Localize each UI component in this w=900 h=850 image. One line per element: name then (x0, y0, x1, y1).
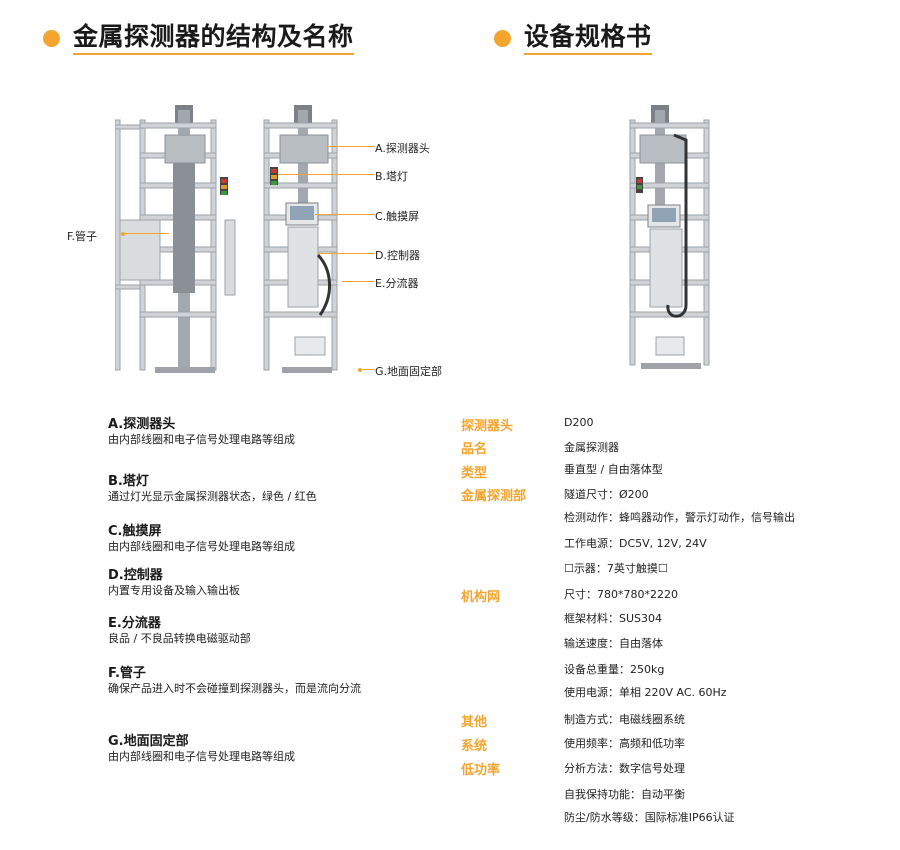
machine-image-side (115, 105, 236, 373)
spec-label: 其他 (461, 715, 488, 730)
part-item: G.地面固定部 由内部线圈和电子信号处理电路等组成 (108, 734, 295, 764)
part-item: D.控制器 内置专用设备及输入输出板 (108, 568, 240, 598)
part-description: 由内部线圈和电子信号处理电路等组成 (108, 540, 295, 553)
spec-value: 输送速度：自由落体 (564, 637, 663, 650)
spec-value: 制造方式：电磁线圈系统 (564, 713, 685, 726)
spec-value: 框架材料：SUS304 (564, 612, 663, 625)
part-item: F.管子 确保产品进入时不会碰撞到探测器头，而是流向分流 (108, 666, 361, 696)
leader-dot-f (121, 232, 125, 236)
callout-tower-light: B.塔灯 (375, 170, 409, 183)
part-title: B.塔灯 (108, 474, 149, 489)
part-title: E.分流器 (108, 616, 161, 631)
part-item: A.探测器头 由内部线圈和电子信号处理电路等组成 (108, 417, 295, 447)
spec-value: 设备总重量：250kg (564, 663, 665, 676)
part-title: C.触摸屏 (108, 524, 162, 539)
part-item: C.触摸屏 由内部线圈和电子信号处理电路等组成 (108, 524, 295, 554)
leader-line-c (315, 214, 375, 215)
spec-value: 自我保持功能：自动平衡 (564, 788, 685, 801)
spec-value: 使用电源：单相 220V AC. 60Hz (564, 686, 727, 699)
bullet-dot-icon (494, 30, 511, 47)
spec-value: 防尘/防水等级：国际标准IP66认证 (564, 811, 735, 824)
part-title: D.控制器 (108, 568, 163, 583)
part-title: A.探测器头 (108, 417, 176, 432)
spec-value: 垂直型 / 自由落体型 (564, 463, 663, 476)
spec-label: 探测器头 (461, 419, 514, 434)
callout-pipe: F.管子 (67, 230, 98, 243)
leader-line-d (318, 253, 375, 254)
leader-line-g (361, 369, 375, 370)
spec-value: 工作电源：DC5V, 12V, 24V (564, 537, 707, 550)
spec-value: 检测动作：蜂鸣器动作，警示灯动作，信号输出 (564, 511, 795, 524)
callout-diverter: E.分流器 (375, 277, 419, 290)
spec-value: ☐示器：7英寸触摸☐ (564, 562, 668, 575)
leader-line-a (327, 146, 375, 147)
spec-value: 金属探测器 (564, 441, 619, 454)
part-title: G.地面固定部 (108, 734, 189, 749)
bullet-dot-icon (43, 30, 60, 47)
part-description: 由内部线圈和电子信号处理电路等组成 (108, 433, 295, 446)
structure-header: 金属探测器的结构及名称 (43, 22, 354, 55)
callout-controller: D.控制器 (375, 249, 420, 262)
spec-label: 金属探测部 (461, 489, 527, 504)
spec-label: 系统 (461, 739, 488, 754)
callout-touchscreen: C.触摸屏 (375, 210, 420, 223)
structure-title: 金属探测器的结构及名称 (73, 22, 354, 55)
part-item: E.分流器 良品 / 不良品转换电磁驱动部 (108, 616, 251, 646)
leader-dot-g (358, 368, 362, 372)
machine-image-spec (629, 105, 710, 369)
machine-image-front (263, 105, 338, 373)
part-title: F.管子 (108, 666, 146, 681)
spec-header: 设备规格书 (494, 22, 652, 55)
part-description: 通过灯光显示金属探测器状态，绿色 / 红色 (108, 490, 317, 503)
part-description: 内置专用设备及输入输出板 (108, 584, 240, 597)
callout-detector-head: A.探测器头 (375, 142, 430, 155)
spec-value: 分析方法：数字信号处理 (564, 762, 685, 775)
part-item: B.塔灯 通过灯光显示金属探测器状态，绿色 / 红色 (108, 474, 317, 504)
spec-title: 设备规格书 (524, 22, 652, 55)
spec-value: D200 (564, 416, 594, 429)
leader-line-b (278, 174, 375, 175)
leader-line-e (342, 281, 375, 282)
spec-label: 低功率 (461, 763, 501, 778)
spec-label: 机构网 (461, 590, 501, 605)
spec-label: 类型 (461, 466, 488, 481)
spec-label: 品名 (461, 442, 488, 457)
part-description: 确保产品进入时不会碰撞到探测器头，而是流向分流 (108, 682, 361, 695)
callout-floor-fixture: G.地面固定部 (375, 365, 443, 378)
spec-value: 隧道尺寸：Ø200 (564, 488, 649, 501)
leader-line-f (124, 233, 169, 234)
spec-value: 使用频率：高频和低功率 (564, 737, 685, 750)
part-description: 由内部线圈和电子信号处理电路等组成 (108, 750, 295, 763)
part-description: 良品 / 不良品转换电磁驱动部 (108, 632, 251, 645)
spec-value: 尺寸：780*780*2220 (564, 588, 678, 601)
